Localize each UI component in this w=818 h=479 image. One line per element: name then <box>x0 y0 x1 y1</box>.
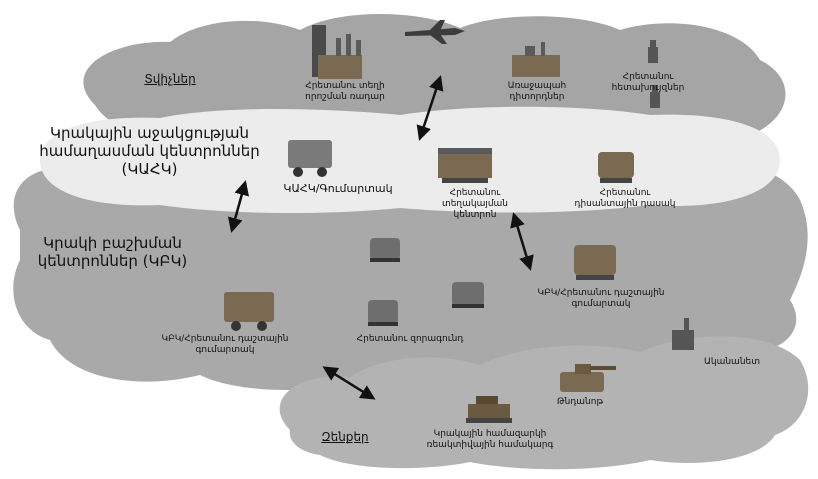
artillery-scout-icon <box>648 40 658 63</box>
forward-observers-label: Առաջապահ դիտորդներ <box>507 81 567 102</box>
weapons-title: Զենքեր <box>321 430 369 444</box>
arrow-kahk-to-kbk <box>227 180 250 233</box>
arrow-center-to-kbk <box>510 212 534 271</box>
mlrs-label: Կրակային համազարկի ռեակտիվային համակարգ <box>426 429 554 450</box>
kahk-band <box>40 106 780 214</box>
arrow-kbk-to-weapons <box>322 366 376 400</box>
company-vehicle-icon-3 <box>452 282 484 308</box>
arrow-radar-to-center <box>416 75 444 141</box>
howitzer-icon <box>560 364 616 392</box>
kbk-battalion-right-label: ԿԲԿ/Հրետանու դաշտային գումարտակ <box>537 288 665 309</box>
aircraft-icon <box>405 20 465 44</box>
company-vehicle-icon-2 <box>368 300 398 326</box>
artillery-company-label: Հրետանու զորագունդ <box>356 334 464 344</box>
forward-observers-icon <box>512 42 560 77</box>
radar-icon <box>312 25 362 79</box>
artillery-battery-label: Հրետանու դիսանտային դասակ <box>574 188 676 209</box>
mlrs-icon <box>466 396 512 423</box>
kahk-battalion-label: ԿԱՀԿ/Գումարտակ <box>283 182 393 195</box>
kbk-left-truck-icon <box>224 292 274 331</box>
kbk-cloud <box>13 154 808 390</box>
radar-label: Հրետանու տեղի որոշման ռադար <box>305 81 385 102</box>
c2-centers-title: Կրակային աջակցության համաղասման կենտրոնն… <box>39 124 260 178</box>
battery-vehicle-icon <box>598 152 634 183</box>
fire-direction-vehicle-icon <box>438 148 492 183</box>
fire-control-centers-title: Կրակի բաշխման կենտրոններ (ԿԲԿ) <box>37 234 188 270</box>
artillery-scout-icon-2 <box>650 85 660 108</box>
kbk-right-vehicle-icon <box>574 245 616 280</box>
artillery-scouts-label: Հրետանու հետախույզներ <box>611 72 685 93</box>
sensors-title: Տվիչներ <box>144 72 196 86</box>
mortars-label: Ականանետ <box>703 357 760 367</box>
mortar-icon <box>672 318 694 350</box>
weapons-cloud <box>279 336 809 470</box>
company-vehicle-icon <box>370 238 400 262</box>
fire-direction-center-label: Հրետանու տեղակայման կենտրոն <box>441 188 509 220</box>
howitzer-label: Թնդանոթ <box>556 397 604 407</box>
kbk-battalion-left-label: ԿԲԿ/Հրետանու դաշտային գումարտակ <box>161 334 289 355</box>
kahk-truck-icon <box>288 140 332 177</box>
